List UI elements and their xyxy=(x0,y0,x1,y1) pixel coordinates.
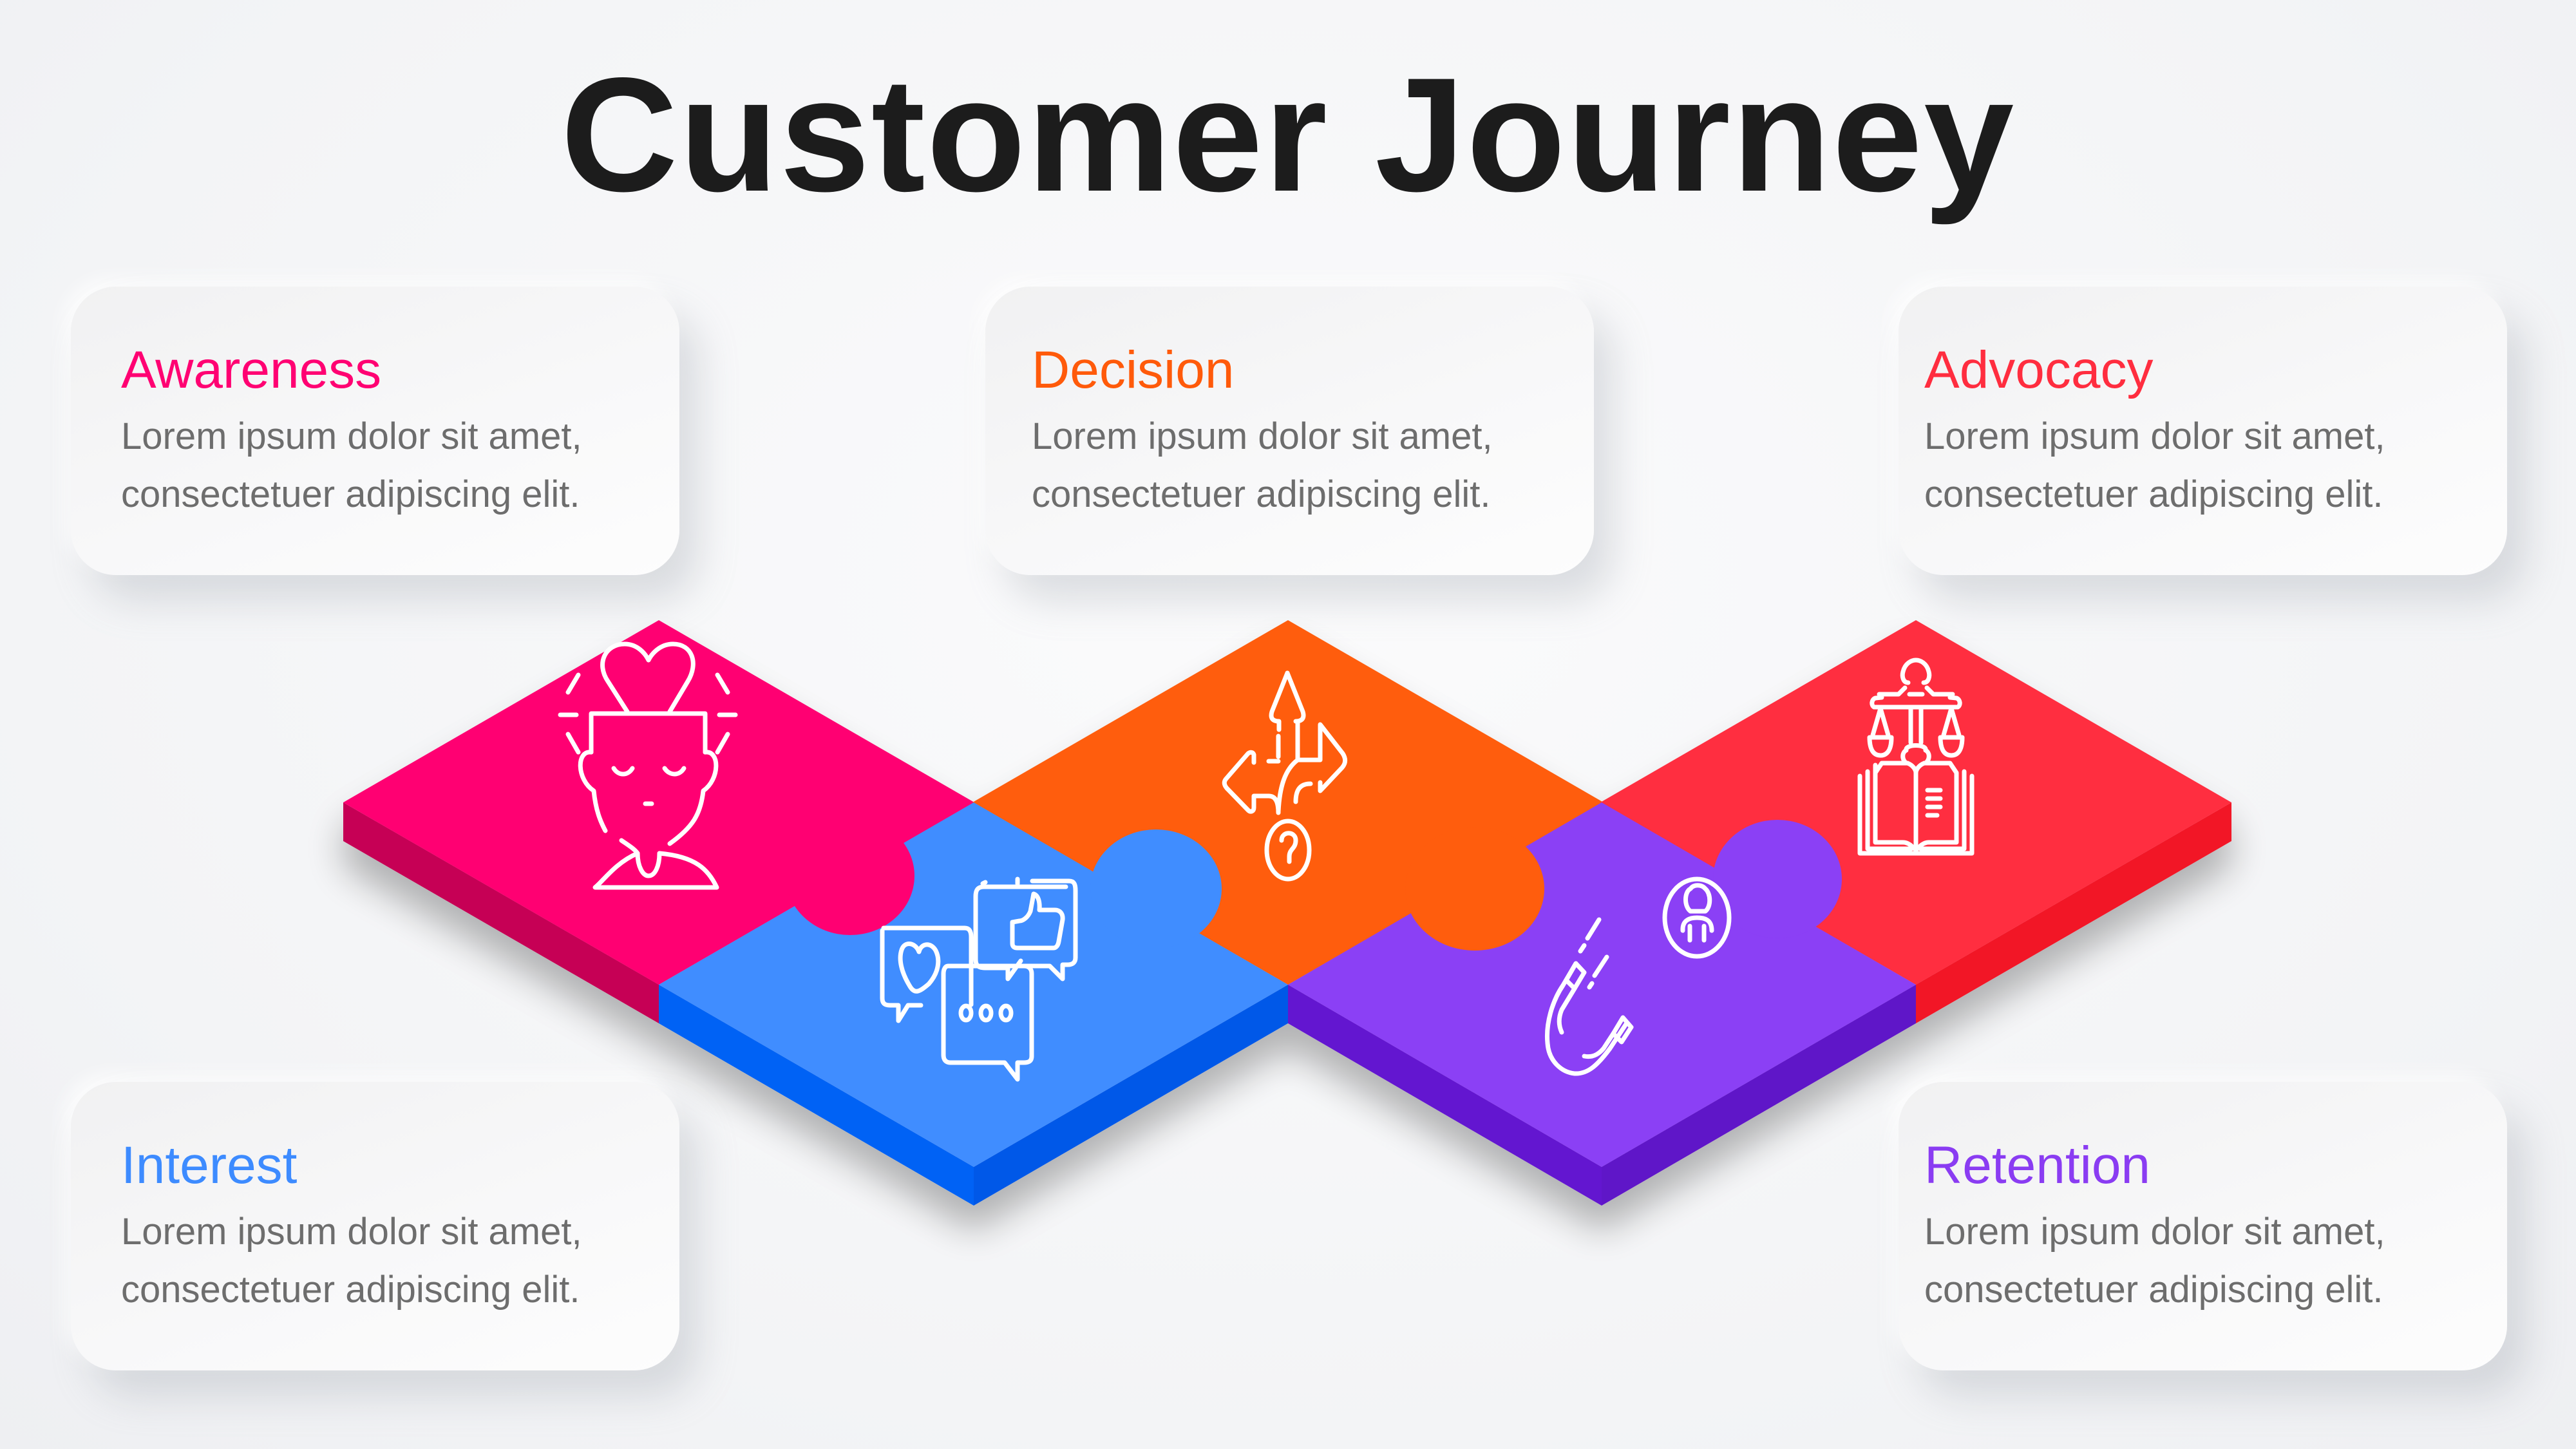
retention-side-left xyxy=(1288,985,1602,1206)
awareness-side xyxy=(343,802,659,1023)
stage-title: Decision xyxy=(1032,341,1235,399)
interest-side-right xyxy=(974,985,1288,1206)
stage-card-interest: Interest Lorem ipsum dolor sit amet, con… xyxy=(71,1082,679,1370)
stage-title: Retention xyxy=(1924,1136,2151,1195)
desc-line: consectetuer adipiscing elit. xyxy=(1924,1269,2383,1311)
stage-title: Advocacy xyxy=(1924,341,2154,399)
desc-line: Lorem ipsum dolor sit amet, xyxy=(1924,415,2385,457)
desc-line: Lorem ipsum dolor sit amet, xyxy=(1924,1211,2385,1253)
stage-card-decision: Decision Lorem ipsum dolor sit amet, con… xyxy=(985,287,1594,575)
desc-line: consectetuer adipiscing elit. xyxy=(121,473,580,515)
puzzle-piece-retention xyxy=(1288,802,1916,1167)
desc-line: consectetuer adipiscing elit. xyxy=(1032,473,1491,515)
desc-line: consectetuer adipiscing elit. xyxy=(121,1269,580,1311)
desc-line: consectetuer adipiscing elit. xyxy=(1924,473,2383,515)
stage-description: Lorem ipsum dolor sit amet, consectetuer… xyxy=(121,1203,679,1319)
stage-card-retention: Retention Lorem ipsum dolor sit amet, co… xyxy=(1899,1082,2507,1370)
crossroads-question-icon xyxy=(1222,670,1348,882)
chat-bubbles-icon xyxy=(880,876,1078,1082)
desc-line: Lorem ipsum dolor sit amet, xyxy=(1032,415,1493,457)
stage-description: Lorem ipsum dolor sit amet, consectetuer… xyxy=(1924,408,2507,524)
stage-title: Interest xyxy=(121,1136,298,1195)
stage-card-advocacy: Advocacy Lorem ipsum dolor sit amet, con… xyxy=(1899,287,2507,575)
interest-side-left xyxy=(659,985,974,1206)
desc-line: Lorem ipsum dolor sit amet, xyxy=(121,1211,582,1253)
mind-heart-icon xyxy=(558,641,738,890)
advocacy-side xyxy=(1916,802,2231,1023)
stage-description: Lorem ipsum dolor sit amet, consectetuer… xyxy=(121,408,679,524)
stage-description: Lorem ipsum dolor sit amet, consectetuer… xyxy=(1924,1203,2507,1319)
law-book-scales-icon xyxy=(1857,658,1975,856)
stage-description: Lorem ipsum dolor sit amet, consectetuer… xyxy=(1032,408,1594,524)
stage-card-awareness: Awareness Lorem ipsum dolor sit amet, co… xyxy=(71,287,679,575)
desc-line: Lorem ipsum dolor sit amet, xyxy=(121,415,582,457)
page-title: Customer Journey xyxy=(560,44,2016,225)
retention-side-right xyxy=(1602,985,1916,1206)
magnet-user-icon xyxy=(1544,876,1732,1076)
stage-title: Awareness xyxy=(121,341,382,399)
